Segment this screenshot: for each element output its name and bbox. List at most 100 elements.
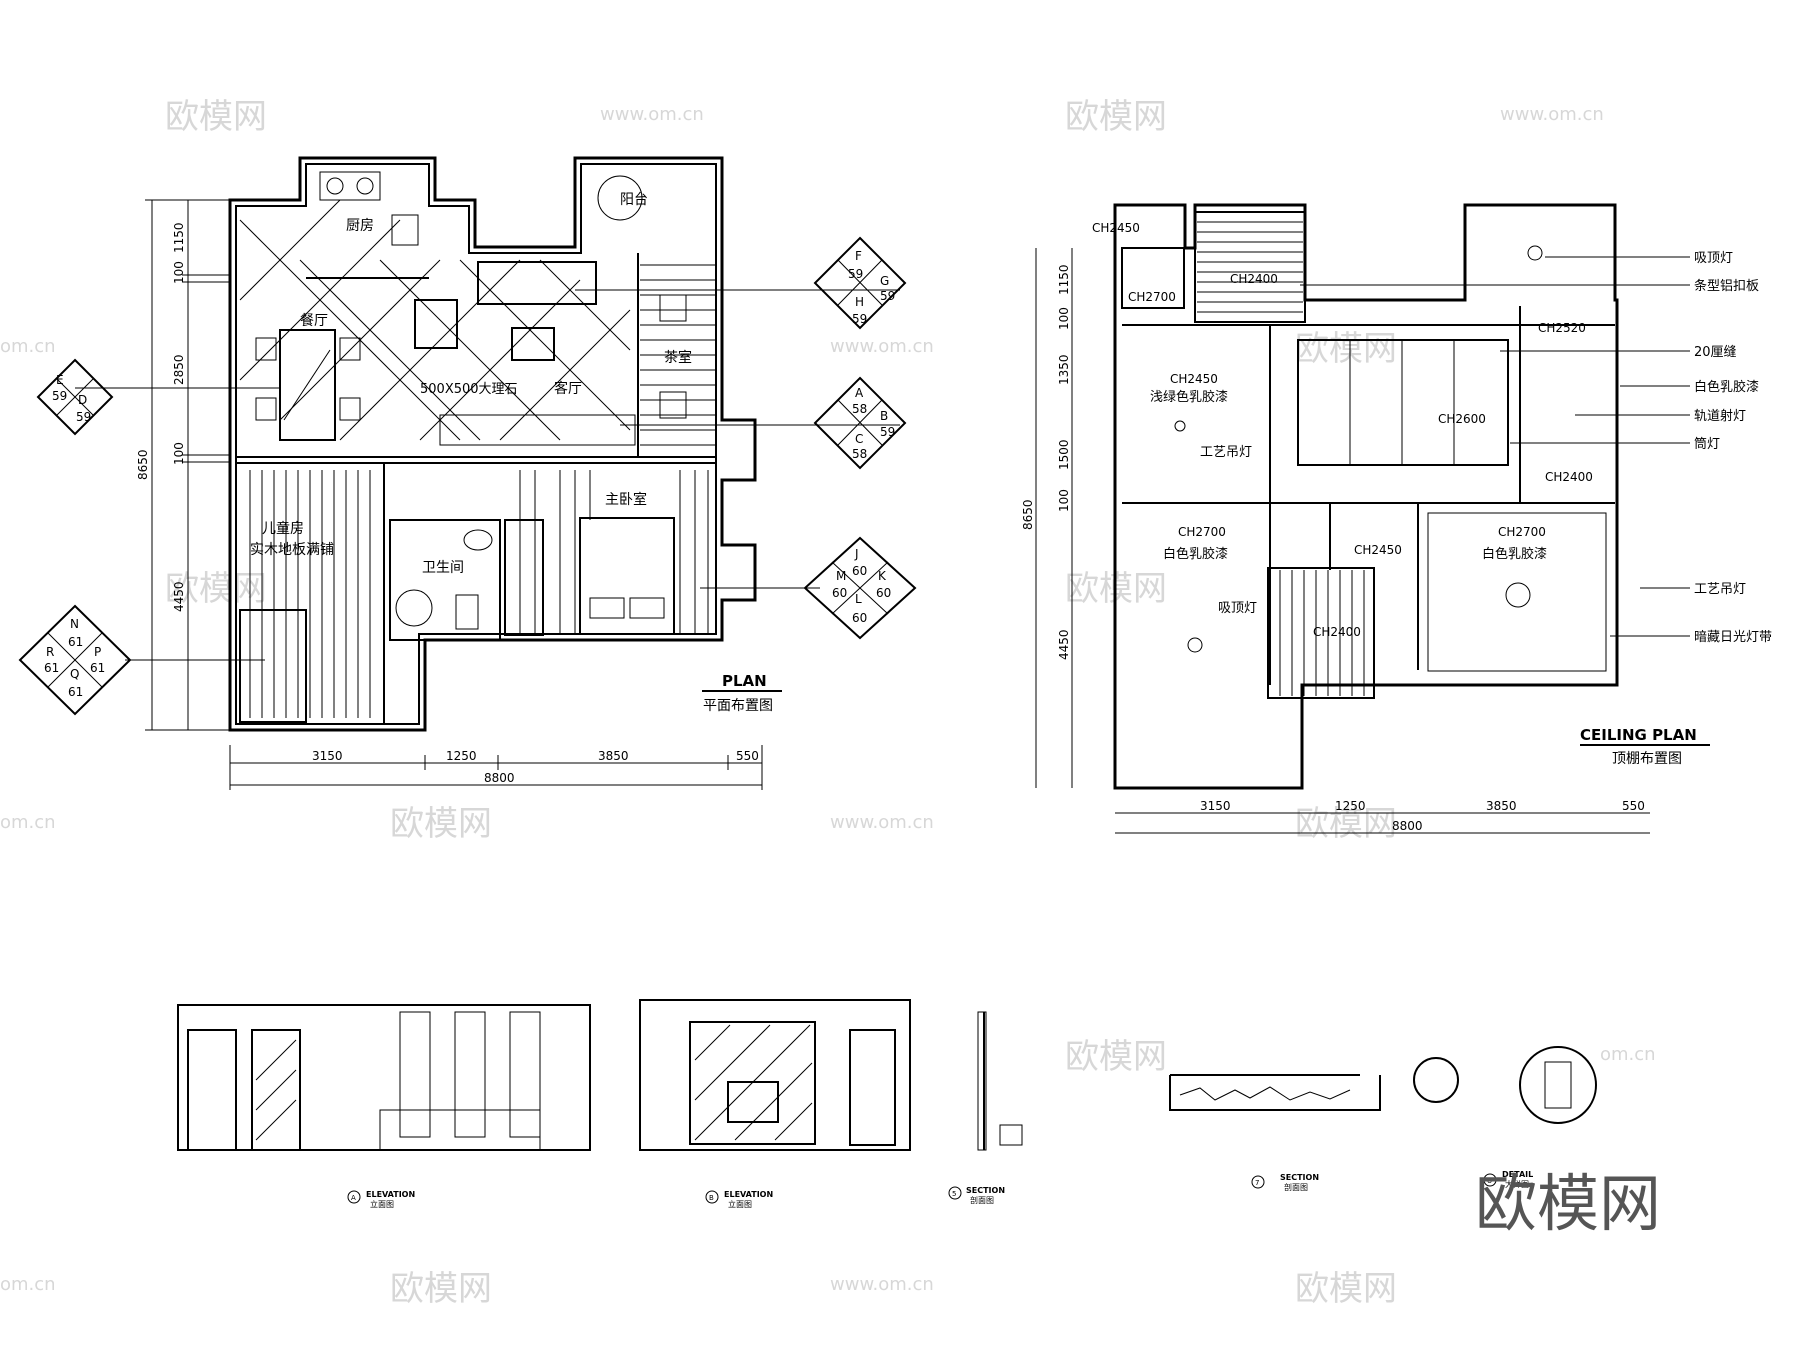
section-title: SECTION bbox=[966, 1186, 1005, 1195]
door bbox=[849, 1029, 896, 1146]
dim-h-total: 8800 bbox=[1392, 819, 1423, 833]
watermark-cn: 欧模网 bbox=[390, 1269, 492, 1309]
marker-letter: D bbox=[78, 393, 87, 407]
armchair bbox=[414, 299, 458, 349]
marble-vein bbox=[1179, 1086, 1351, 1101]
callout-label: 20厘缝 bbox=[1694, 345, 1737, 360]
marker-letter: J bbox=[854, 547, 859, 561]
dim-v: 100 bbox=[1057, 489, 1071, 512]
ceiling-outer-wall bbox=[1113, 203, 1619, 790]
marker-letter: Q bbox=[70, 667, 79, 681]
watermark-url: www.om.cn bbox=[830, 336, 934, 357]
dim-h: 550 bbox=[736, 749, 759, 763]
master-ceiling-recess bbox=[1427, 512, 1607, 672]
detail-marker bbox=[1483, 1173, 1497, 1187]
marker-fgh: F 59 G 59 H 59 bbox=[575, 236, 907, 330]
dim-h: 1250 bbox=[1335, 799, 1366, 813]
bath-ceiling bbox=[1267, 567, 1375, 699]
plan-title: PLAN bbox=[722, 672, 767, 690]
ceiling-note: 浅绿色乳胶漆 bbox=[1150, 389, 1228, 405]
dim-h: 3850 bbox=[1486, 799, 1517, 813]
brand-watermark: 欧模网 bbox=[1475, 1167, 1661, 1240]
dim-h: 3850 bbox=[598, 749, 629, 763]
label-kids: 儿童房 bbox=[262, 520, 304, 537]
marker-letter: K bbox=[878, 569, 887, 583]
elevation-frame bbox=[177, 1004, 591, 1151]
kids-room-floor bbox=[249, 470, 371, 718]
ceiling-lamp-icon bbox=[1187, 637, 1203, 653]
dim-v-total: 8650 bbox=[136, 449, 150, 480]
ceiling-note: 吸顶灯 bbox=[1218, 601, 1257, 616]
callout-label: 吸顶灯 bbox=[1694, 251, 1733, 266]
dining-chair bbox=[339, 397, 361, 421]
ceiling-lamp-icon bbox=[1527, 245, 1543, 261]
marker-value: 59 bbox=[880, 425, 895, 439]
elevation-frame bbox=[639, 999, 911, 1151]
toilet bbox=[455, 594, 479, 630]
marker-value: 60 bbox=[852, 564, 867, 578]
dim-v: 4450 bbox=[172, 581, 186, 612]
dim-v: 2850 bbox=[172, 354, 186, 385]
section-subtitle: 剖面图 bbox=[970, 1195, 994, 1205]
watermark-cn: 欧模网 bbox=[165, 97, 267, 137]
label-kitchen: 厨房 bbox=[346, 218, 374, 234]
dim-h: 1250 bbox=[446, 749, 477, 763]
marker-letter: P bbox=[94, 645, 101, 659]
callout-label: 暗藏日光灯带 bbox=[1694, 630, 1772, 645]
elevation-title: ELEVATION bbox=[366, 1190, 415, 1199]
sofa-elevation bbox=[379, 1109, 541, 1151]
sofa bbox=[477, 261, 597, 305]
glass-door bbox=[251, 1029, 301, 1151]
section-1: SECTION 剖面图 5 bbox=[948, 1011, 1023, 1205]
marker-letter: 5 bbox=[952, 1190, 956, 1198]
marker-value: 60 bbox=[832, 586, 847, 600]
marker-npqr: N 61 R 61 P 61 Q 61 bbox=[18, 604, 265, 716]
ceiling-height: CH2400 bbox=[1313, 625, 1361, 639]
ceiling-cell bbox=[1121, 247, 1185, 309]
callout-label: 条型铝扣板 bbox=[1694, 278, 1759, 294]
aluminium-stripes bbox=[1197, 221, 1303, 313]
watermark-cn: 欧模网 bbox=[1295, 804, 1397, 844]
ceiling-note: 工艺吊灯 bbox=[1200, 445, 1252, 460]
bathroom-wall bbox=[389, 519, 501, 641]
plan-subtitle: 平面布置图 bbox=[703, 698, 773, 714]
marker-letter: R bbox=[46, 645, 54, 659]
watermark-url: www.om.cn bbox=[1500, 104, 1604, 125]
label-kids-floor: 实木地板满铺 bbox=[250, 542, 334, 558]
detail-1: DETAIL 大样图 U bbox=[1483, 1046, 1597, 1189]
callout-label: 轨道射灯 bbox=[1694, 408, 1746, 424]
marker-letter: B bbox=[709, 1194, 714, 1202]
dim-v: 1150 bbox=[172, 222, 186, 253]
detail-subtitle: 大样图 bbox=[1505, 1179, 1529, 1189]
kids-bed bbox=[239, 609, 307, 723]
burner bbox=[356, 177, 374, 195]
master-bed bbox=[579, 517, 675, 635]
ceiling-height: CH2600 bbox=[1438, 412, 1486, 426]
marker-value: 59 bbox=[52, 389, 67, 403]
chandelier-icon bbox=[1505, 582, 1531, 608]
elevation-subtitle: 立面图 bbox=[370, 1199, 394, 1209]
marker-value: 59 bbox=[76, 410, 91, 424]
stove bbox=[319, 171, 381, 201]
marker-value: 60 bbox=[852, 611, 867, 625]
plant bbox=[597, 175, 643, 221]
coffer-panel bbox=[1401, 339, 1455, 466]
detail-title: DETAIL bbox=[1502, 1170, 1533, 1179]
dining-chair bbox=[255, 337, 277, 361]
dim-v: 100 bbox=[1057, 307, 1071, 330]
callout-label: 筒灯 bbox=[1694, 436, 1720, 452]
marker-letter: L bbox=[855, 592, 862, 606]
ceiling-height: CH2450 bbox=[1354, 543, 1402, 557]
dim-v-total: 8650 bbox=[1021, 499, 1035, 530]
ceiling-height: CH2450 bbox=[1092, 221, 1140, 235]
elevation-title: ELEVATION bbox=[724, 1190, 773, 1199]
ceiling-title: CEILING PLAN bbox=[1580, 726, 1697, 744]
coffee-table bbox=[511, 327, 555, 361]
marker-value: 60 bbox=[876, 586, 891, 600]
ceiling-height: CH2400 bbox=[1230, 272, 1278, 286]
watermark-url: om.cn bbox=[0, 812, 56, 833]
marker-value: 61 bbox=[44, 661, 59, 675]
marker-value: 59 bbox=[852, 312, 867, 326]
dim-h-total: 8800 bbox=[484, 771, 515, 785]
